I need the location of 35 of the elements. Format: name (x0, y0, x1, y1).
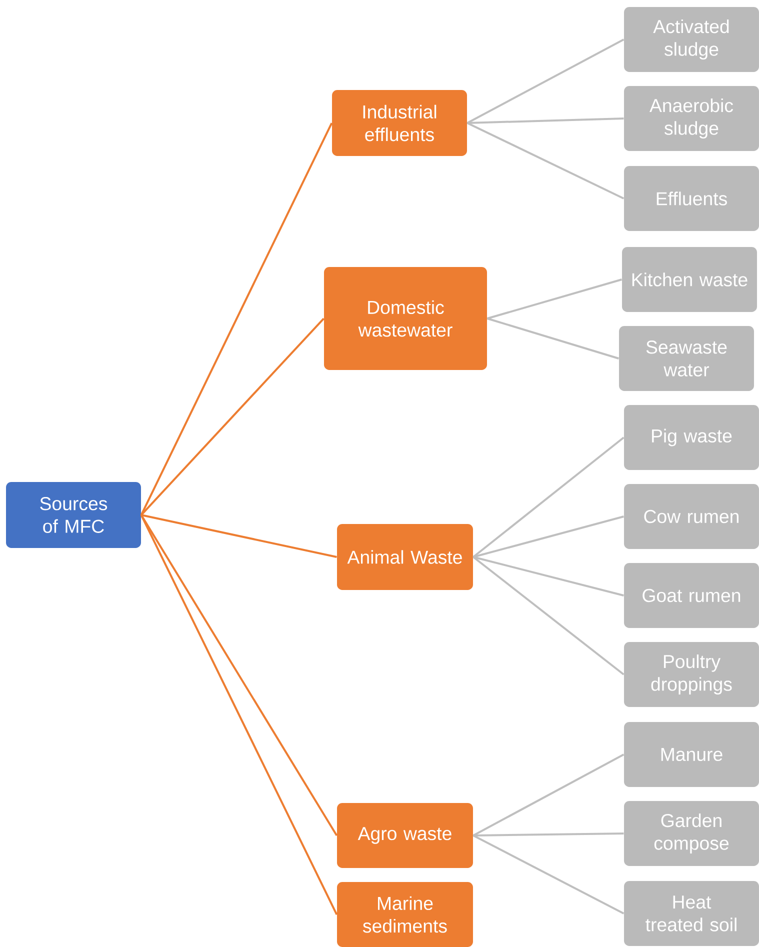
connector-line (472, 436, 624, 558)
source-box: Kitchen waste (622, 247, 757, 312)
connector-line (486, 278, 622, 320)
connector-line (472, 556, 624, 676)
connector-line (472, 834, 624, 914)
connector-line (472, 754, 624, 836)
connector-line (140, 318, 324, 516)
root-box: Sources of MFC (6, 482, 141, 548)
source-box: Pig waste (624, 405, 759, 470)
connector-line (467, 118, 624, 124)
category-box: Marine sediments (337, 882, 473, 947)
category-box: Animal Waste (337, 524, 473, 590)
connector-line (466, 38, 624, 124)
category-box: Domestic wastewater (324, 267, 487, 370)
source-box: Effluents (624, 166, 759, 231)
connector-line (473, 516, 624, 558)
source-box: Activated sludge (624, 7, 759, 72)
source-box: Poultry droppings (624, 642, 759, 707)
category-box: Agro waste (337, 803, 473, 868)
connector-line (473, 832, 624, 836)
source-box: Goat rumen (624, 563, 759, 628)
source-box: Manure (624, 722, 759, 787)
source-box: Garden compose (624, 801, 759, 866)
source-box: Anaerobic sludge (624, 86, 759, 151)
connector-line (466, 122, 624, 200)
connector-line (473, 556, 624, 596)
connector-line (141, 514, 337, 558)
connector-line (140, 514, 338, 915)
source-box: Heat treated soil (624, 881, 759, 946)
connector-line (140, 514, 338, 836)
connector-line (486, 318, 620, 360)
source-box: Seawaste water (619, 326, 754, 391)
source-box: Cow rumen (624, 484, 759, 549)
connector-line (140, 122, 333, 516)
category-box: Industrial effluents (332, 90, 467, 156)
